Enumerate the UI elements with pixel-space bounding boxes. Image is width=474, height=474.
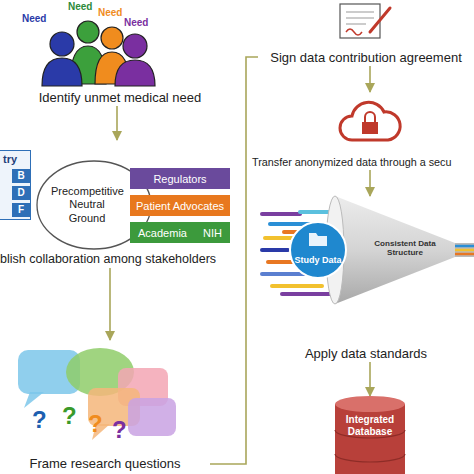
step-caption: Frame research questions xyxy=(29,456,180,471)
text-lines xyxy=(346,12,374,24)
step-caption: Identify unmet medical need xyxy=(39,90,202,105)
member-box: D xyxy=(12,186,30,200)
step-caption: Transfer anonymized data through a secu xyxy=(252,156,451,168)
node-text: Regulators xyxy=(153,173,206,185)
flow-connector xyxy=(210,57,258,464)
flow-connector xyxy=(116,106,118,140)
step-caption: Apply data standards xyxy=(305,346,427,361)
node-text: Patient Advocates xyxy=(136,200,224,212)
person-head xyxy=(50,32,74,56)
flow-connector xyxy=(369,170,371,196)
node-text: Precompetitive Neutral Ground xyxy=(51,185,123,225)
caption-holder: Apply data standards xyxy=(258,346,474,362)
database-cylinder: Integrated Database xyxy=(335,396,405,474)
member-box: F xyxy=(12,203,30,217)
funnel-tube xyxy=(455,243,474,257)
stakeholder-box: Patient Advocates xyxy=(130,195,230,216)
cylinder-body xyxy=(335,404,405,474)
question-mark: ? xyxy=(62,404,77,428)
process-step: Frame research questions xyxy=(0,340,210,472)
node-text: D xyxy=(17,188,24,198)
person-body xyxy=(115,60,155,86)
streak xyxy=(262,212,300,216)
question-mark: ? xyxy=(112,418,127,442)
cloud-lock-icon xyxy=(340,102,400,140)
caption-holder: Frame research questions xyxy=(0,456,210,472)
node-text: Consistent Data Structure xyxy=(369,239,441,258)
node-text: Academia xyxy=(138,227,187,239)
need-label: Need xyxy=(98,8,122,18)
caption-holder: Identify unmet medical need xyxy=(0,90,240,106)
person-head xyxy=(101,27,123,49)
folder-icon xyxy=(309,233,327,246)
person-body xyxy=(42,58,82,86)
speech-bubbles xyxy=(18,348,176,440)
bubble xyxy=(128,398,176,436)
circle-fill xyxy=(290,222,346,278)
member-box: B xyxy=(12,169,30,183)
node-text: NIH xyxy=(203,227,222,239)
output-line xyxy=(455,249,474,252)
lock-body xyxy=(362,122,378,134)
person-head xyxy=(123,34,147,58)
process-step: blish collaboration among stakeholders tr… xyxy=(0,140,240,268)
stakeholder-box: Regulators xyxy=(130,168,230,189)
process-step: Transfer anonymized data through a secu xyxy=(252,92,474,170)
flow-connector xyxy=(109,268,111,340)
data-circle: Study Data xyxy=(289,221,347,279)
cloud xyxy=(340,102,400,140)
people-icon xyxy=(42,21,155,86)
node-text: try xyxy=(0,151,30,165)
streak xyxy=(272,284,322,288)
question-mark: ? xyxy=(88,412,103,436)
funnel xyxy=(326,196,474,304)
step-caption: blish collaboration among stakeholders xyxy=(0,252,216,266)
pen xyxy=(370,8,390,32)
circle-shape xyxy=(289,221,347,279)
lock-shackle xyxy=(365,112,375,122)
need-label: Need xyxy=(68,2,92,12)
funnel-cone xyxy=(335,196,455,304)
document-icon xyxy=(340,4,390,38)
streak xyxy=(282,292,334,296)
caption-holder: Sign data contribution agreement xyxy=(258,50,474,66)
node-text: F xyxy=(18,205,24,215)
bubble-tail xyxy=(24,392,44,408)
flow-connector xyxy=(369,362,371,396)
need-label: Need xyxy=(22,14,46,24)
funnel-label-area: Consistent Data Structure xyxy=(369,233,441,263)
streak xyxy=(262,248,288,252)
signature xyxy=(346,29,362,35)
need-label: Need xyxy=(124,18,148,28)
step-caption: Sign data contribution agreement xyxy=(270,50,462,65)
paper xyxy=(340,4,380,38)
stakeholder-box: Academia NIH xyxy=(130,222,230,243)
flow-connector xyxy=(369,66,371,92)
process-step: Sign data contribution agreement xyxy=(258,0,474,66)
node-text: Integrated Database xyxy=(339,414,401,437)
output-line xyxy=(455,245,474,248)
cylinder-top xyxy=(335,396,405,412)
question-mark: ? xyxy=(32,408,47,432)
process-step: Apply data standards Study Data Consistent… xyxy=(258,196,474,362)
output-line xyxy=(455,253,474,256)
person-head xyxy=(77,21,99,43)
node-text: B xyxy=(17,171,24,181)
stakeholder-group-box: tryBDF xyxy=(0,150,31,220)
caption-holder: blish collaboration among stakeholders xyxy=(0,252,240,268)
caption-holder: Transfer anonymized data through a secu xyxy=(252,155,474,170)
node-text: Study Data xyxy=(294,256,342,266)
